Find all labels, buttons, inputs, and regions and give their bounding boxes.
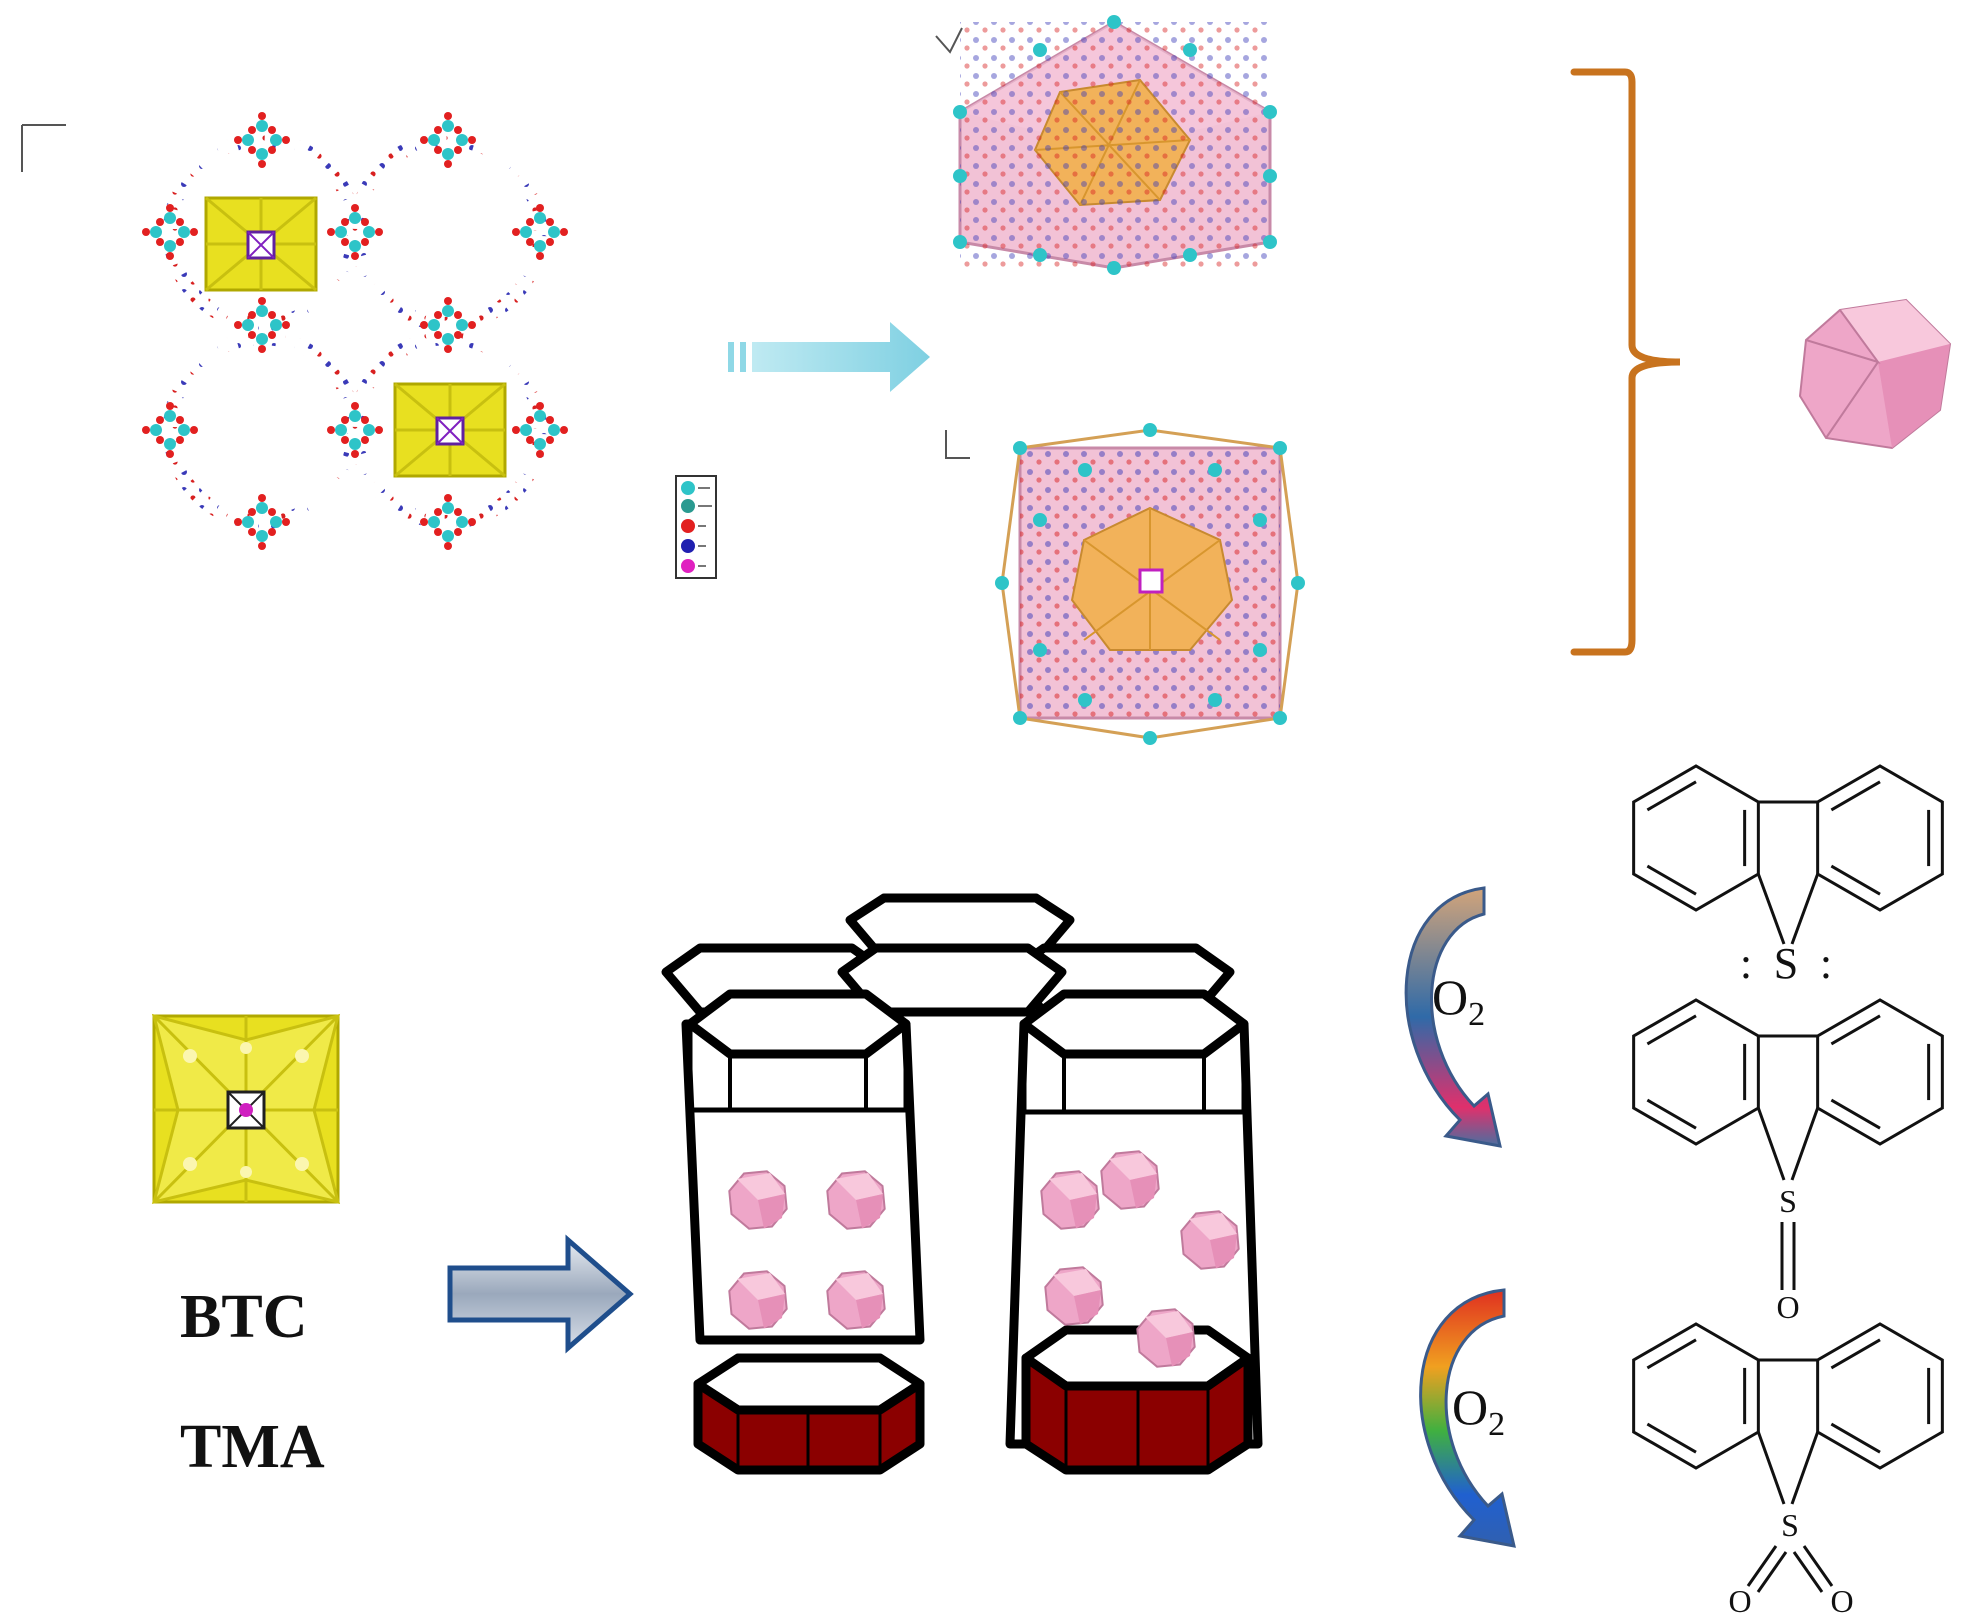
catalyst-particle	[728, 1170, 788, 1230]
cu-atom	[1078, 463, 1092, 477]
pink-polyhedron	[1798, 298, 1952, 450]
keggin-unit	[151, 1013, 341, 1205]
sulfone-sulfur: S	[1781, 1507, 1799, 1543]
cu-atom	[1033, 248, 1047, 262]
oxidant-2-symbol: O	[1452, 1379, 1489, 1435]
reactor-column-left	[681, 989, 925, 1475]
cu-atom	[1273, 441, 1287, 455]
cu-atom	[1263, 105, 1277, 119]
mof-framework-image	[21, 112, 568, 550]
sulfide-skeleton	[1632, 764, 1944, 945]
oxidant-label-2: O2	[1452, 1378, 1505, 1444]
framework-node	[512, 402, 568, 458]
oxidant-1-subscript: 2	[1468, 996, 1486, 1033]
catalyst-particle	[1180, 1210, 1240, 1270]
cu-atom	[1183, 43, 1197, 57]
cu-atom	[1107, 15, 1121, 29]
sulfoxide-sulfur: S	[1779, 1183, 1797, 1219]
oxidation-arrow-2	[1419, 1288, 1516, 1548]
cu-atom	[1013, 441, 1027, 455]
cu-atom	[953, 235, 967, 249]
arrow-to-reactor	[447, 1234, 634, 1354]
sulfoxide-skeleton	[1632, 998, 1944, 1181]
framework-node	[420, 494, 476, 550]
sulfoxide-so-bond	[1780, 1222, 1796, 1290]
molecule-sulfoxide: S O	[1776, 1183, 1799, 1325]
cu-atom	[1183, 248, 1197, 262]
cu-atom	[1263, 235, 1277, 249]
cu-atom	[1263, 169, 1277, 183]
framework-keggin-2	[393, 382, 507, 478]
lone-pair-right: :	[1820, 939, 1832, 988]
cu-atom	[1273, 711, 1287, 725]
arrow-to-cages	[728, 322, 930, 392]
molecule-sulfide: S : :	[1740, 939, 1832, 988]
axis-glyph-icon	[945, 430, 970, 459]
cu-atom	[1013, 711, 1027, 725]
cu-atom	[1033, 513, 1047, 527]
sulfone-oxygen-right: O	[1830, 1583, 1853, 1619]
framework-node	[327, 204, 383, 260]
bracket	[1570, 68, 1681, 656]
cu-atom	[1078, 693, 1092, 707]
cu-atom	[1033, 643, 1047, 657]
framework-keggin-1	[204, 196, 318, 292]
molecule-sulfone: S O O	[1728, 1507, 1853, 1619]
framework-node	[327, 402, 383, 458]
sulfone-skeleton	[1632, 1322, 1944, 1505]
sulfone-oxygen-left: O	[1728, 1583, 1751, 1619]
cu-atom	[995, 576, 1009, 590]
catalyst-particles	[728, 1150, 1240, 1368]
cu-atom	[1291, 576, 1305, 590]
oxidant-2-subscript: 2	[1488, 1406, 1506, 1443]
label-tma: TMA	[180, 1413, 325, 1481]
axis-glyph-icon	[935, 27, 963, 54]
oxidant-label-1: O2	[1432, 968, 1485, 1034]
sulfide-sulfur: S	[1774, 939, 1798, 988]
catalyst-particle	[826, 1270, 886, 1330]
catalyst-particle	[1040, 1170, 1100, 1230]
cu-atom	[1253, 643, 1267, 657]
catalyst-particle	[1044, 1266, 1104, 1326]
axis-glyph-icon	[21, 124, 66, 172]
catalyst-particle	[826, 1170, 886, 1230]
cu-atom	[1033, 43, 1047, 57]
framework-node	[234, 494, 290, 550]
fixed-bed-reactor	[661, 893, 1263, 1475]
cu-atom	[1143, 731, 1157, 745]
cage-view-square	[945, 423, 1305, 745]
framework-node	[142, 204, 198, 260]
sulfoxide-oxygen: O	[1776, 1289, 1799, 1325]
framework-node	[234, 112, 290, 168]
catalyst-particle	[1100, 1150, 1160, 1210]
framework-node	[420, 297, 476, 353]
element-legend	[675, 475, 717, 579]
sulfone-so-bonds	[1746, 1545, 1834, 1593]
cu-atom	[1208, 693, 1222, 707]
label-btc: BTC	[180, 1283, 308, 1351]
cage-view-hexagonal	[935, 15, 1277, 275]
cu-atom	[953, 169, 967, 183]
framework-node	[234, 297, 290, 353]
framework-node	[512, 204, 568, 260]
cu-atom	[953, 105, 967, 119]
cu-atom	[1143, 423, 1157, 437]
framework-node	[420, 112, 476, 168]
cu-atom	[1107, 261, 1121, 275]
oxidant-1-symbol: O	[1432, 969, 1469, 1025]
oxidation-arrow-1	[1404, 886, 1502, 1148]
lone-pair-left: :	[1740, 939, 1752, 988]
catalyst-particle	[728, 1270, 788, 1330]
cu-atom	[1253, 513, 1267, 527]
framework-node	[142, 402, 198, 458]
catalyst-particle	[1136, 1308, 1196, 1368]
cu-atom	[1208, 463, 1222, 477]
